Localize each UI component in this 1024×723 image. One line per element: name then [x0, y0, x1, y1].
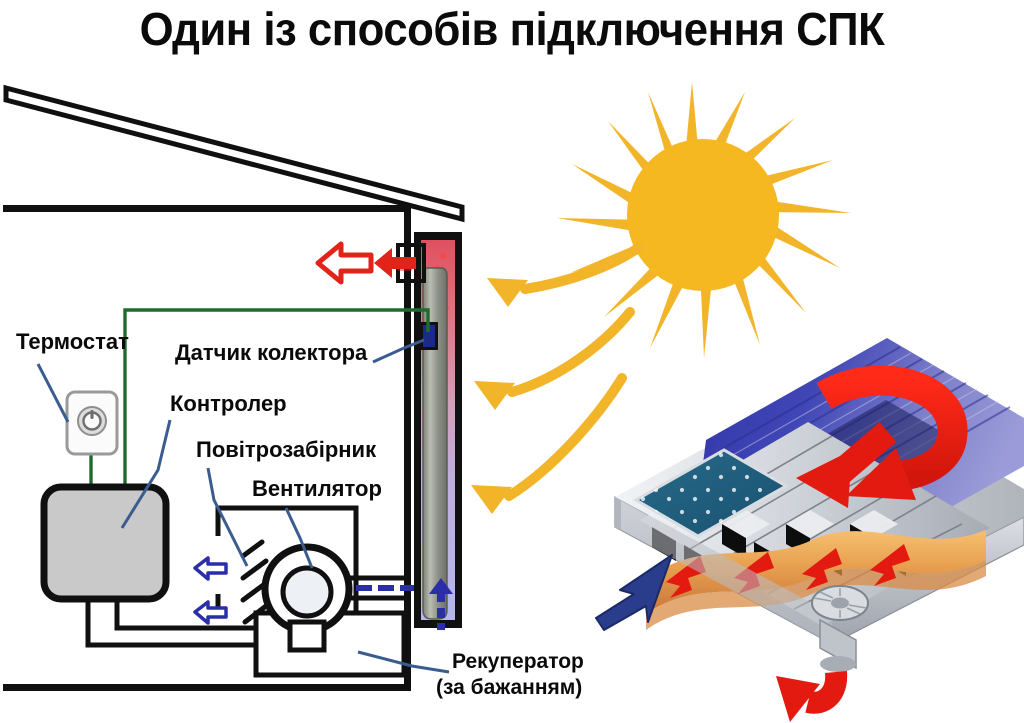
- sun-icon: [557, 82, 851, 358]
- solar-air-collector-3d: [595, 338, 1024, 722]
- label-recuperator-note: (за бажанням): [436, 676, 583, 699]
- house-floor: [3, 684, 411, 691]
- fan[interactable]: [261, 543, 353, 653]
- hot-air-arrow-left: [315, 241, 426, 285]
- photovoltaic-cells-icon: [632, 448, 790, 538]
- wall-solar-collector: [414, 232, 462, 630]
- label-fan: Вентилятор: [252, 476, 382, 501]
- label-thermostat: Термостат: [16, 329, 129, 354]
- leader-lines: [36, 338, 450, 674]
- air-intake-grille: [240, 539, 269, 625]
- cold-air-inlet-arrow: [595, 554, 673, 631]
- page-title: Один із способів підключення СПК: [139, 3, 885, 55]
- sensor-wire: [123, 308, 430, 498]
- thermostat[interactable]: [65, 390, 119, 456]
- cool-air-arrow-dashed: [429, 578, 453, 630]
- room-air-intake-arrows: [193, 556, 228, 625]
- cool-air-return-dashes: [356, 585, 414, 591]
- label-controller: Контролер: [170, 391, 287, 416]
- house-wall-right: [404, 205, 411, 690]
- outlet-fan-icon: [811, 585, 869, 621]
- controller[interactable]: [40, 483, 170, 603]
- solar-ray-arrows: [504, 243, 643, 501]
- label-air-intake: Повітрозабірник: [196, 437, 377, 462]
- label-collector-sensor: Датчик колектора: [175, 340, 368, 365]
- house-ceiling: [3, 205, 411, 212]
- house-roof: [3, 84, 465, 223]
- label-recuperator: Рекуператор: [452, 650, 584, 673]
- sensor-block-icon: [420, 322, 438, 350]
- solar-ray-arrowheads: [471, 278, 528, 514]
